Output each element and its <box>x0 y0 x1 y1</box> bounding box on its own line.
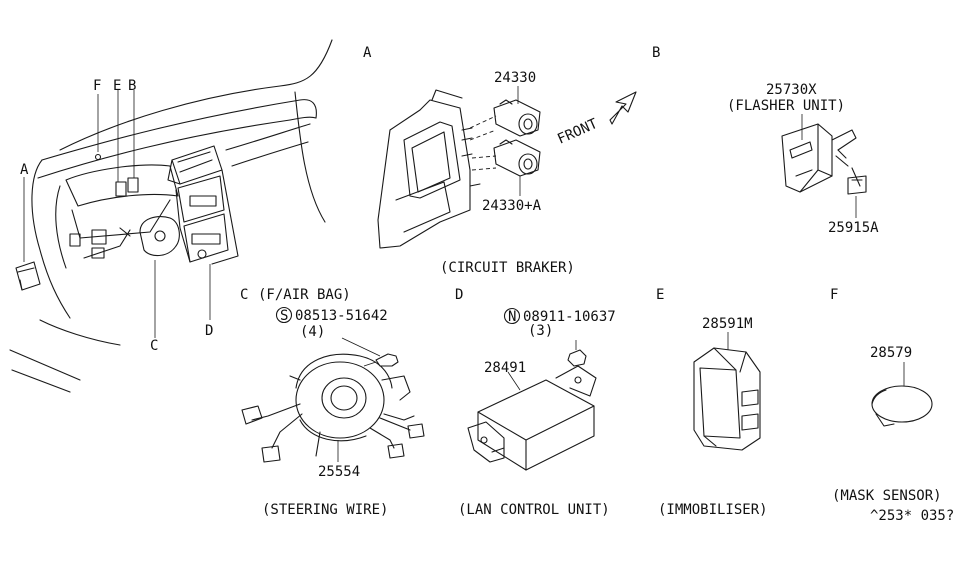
section-b-letter: B <box>652 45 660 61</box>
qty-4-label: (4) <box>300 324 325 340</box>
part-28491-label: 28491 <box>484 360 526 376</box>
part-08911-label: 08911-10637 <box>523 309 616 325</box>
s-circle-icon: S <box>275 306 293 324</box>
part-28591m-label: 28591M <box>702 316 753 332</box>
part-24330a-label: 24330+A <box>482 198 542 214</box>
section-e-letter: E <box>656 287 664 303</box>
part-25730x-label: 25730X <box>766 82 817 98</box>
circuit-braker-bracket <box>377 89 481 249</box>
circuit-braker-caption: (CIRCUIT BRAKER) <box>440 260 575 276</box>
flasher-unit-caption: (FLASHER UNIT) <box>727 98 845 114</box>
front-arrow-icon <box>609 91 637 125</box>
s-mark-letter: S <box>280 308 288 324</box>
steering-wire-caption: (STEERING WIRE) <box>262 502 388 518</box>
n-mark-letter: N <box>508 309 516 325</box>
mask-sensor-caption: (MASK SENSOR) <box>832 488 942 504</box>
section-f-letter: F <box>830 287 838 303</box>
circuit-braker-24330 <box>493 99 541 137</box>
immobiliser-caption: (IMMOBILISER) <box>658 502 768 518</box>
callout-e-label: E <box>113 78 121 94</box>
part-25915a-label: 25915A <box>828 220 879 236</box>
part-25554-label: 25554 <box>318 464 360 480</box>
lan-control-unit <box>467 365 597 471</box>
flasher-unit <box>781 123 867 195</box>
lan-nut <box>567 340 587 367</box>
callout-d-label: D <box>205 323 213 339</box>
lan-control-unit-caption: (LAN CONTROL UNIT) <box>458 502 610 518</box>
callout-c-label: C <box>150 338 158 354</box>
qty-3-label: (3) <box>528 323 553 339</box>
circuit-braker-24330a <box>493 139 541 177</box>
section-c-letter: C <box>240 287 248 303</box>
part-24330-label: 24330 <box>494 70 536 86</box>
steering-wire-assembly <box>241 353 425 463</box>
callout-b-label: B <box>128 78 136 94</box>
front-label: FRONT <box>555 116 601 148</box>
part-28579-label: 28579 <box>870 345 912 361</box>
section-d-letter: D <box>455 287 463 303</box>
immobiliser-unit <box>693 347 761 451</box>
mask-sensor <box>871 385 933 427</box>
reference-code: ^253* 035? <box>870 508 954 524</box>
dashboard-illustration <box>9 39 333 393</box>
part-08513-label: 08513-51642 <box>295 308 388 324</box>
section-a-letter: A <box>363 45 372 61</box>
f-air-bag-caption: (F/AIR BAG) <box>258 287 351 303</box>
n-circle-icon: N <box>503 307 521 325</box>
steering-wire-screw <box>341 337 399 367</box>
callout-a-label: A <box>20 162 29 178</box>
callout-f-label: F <box>93 78 101 94</box>
